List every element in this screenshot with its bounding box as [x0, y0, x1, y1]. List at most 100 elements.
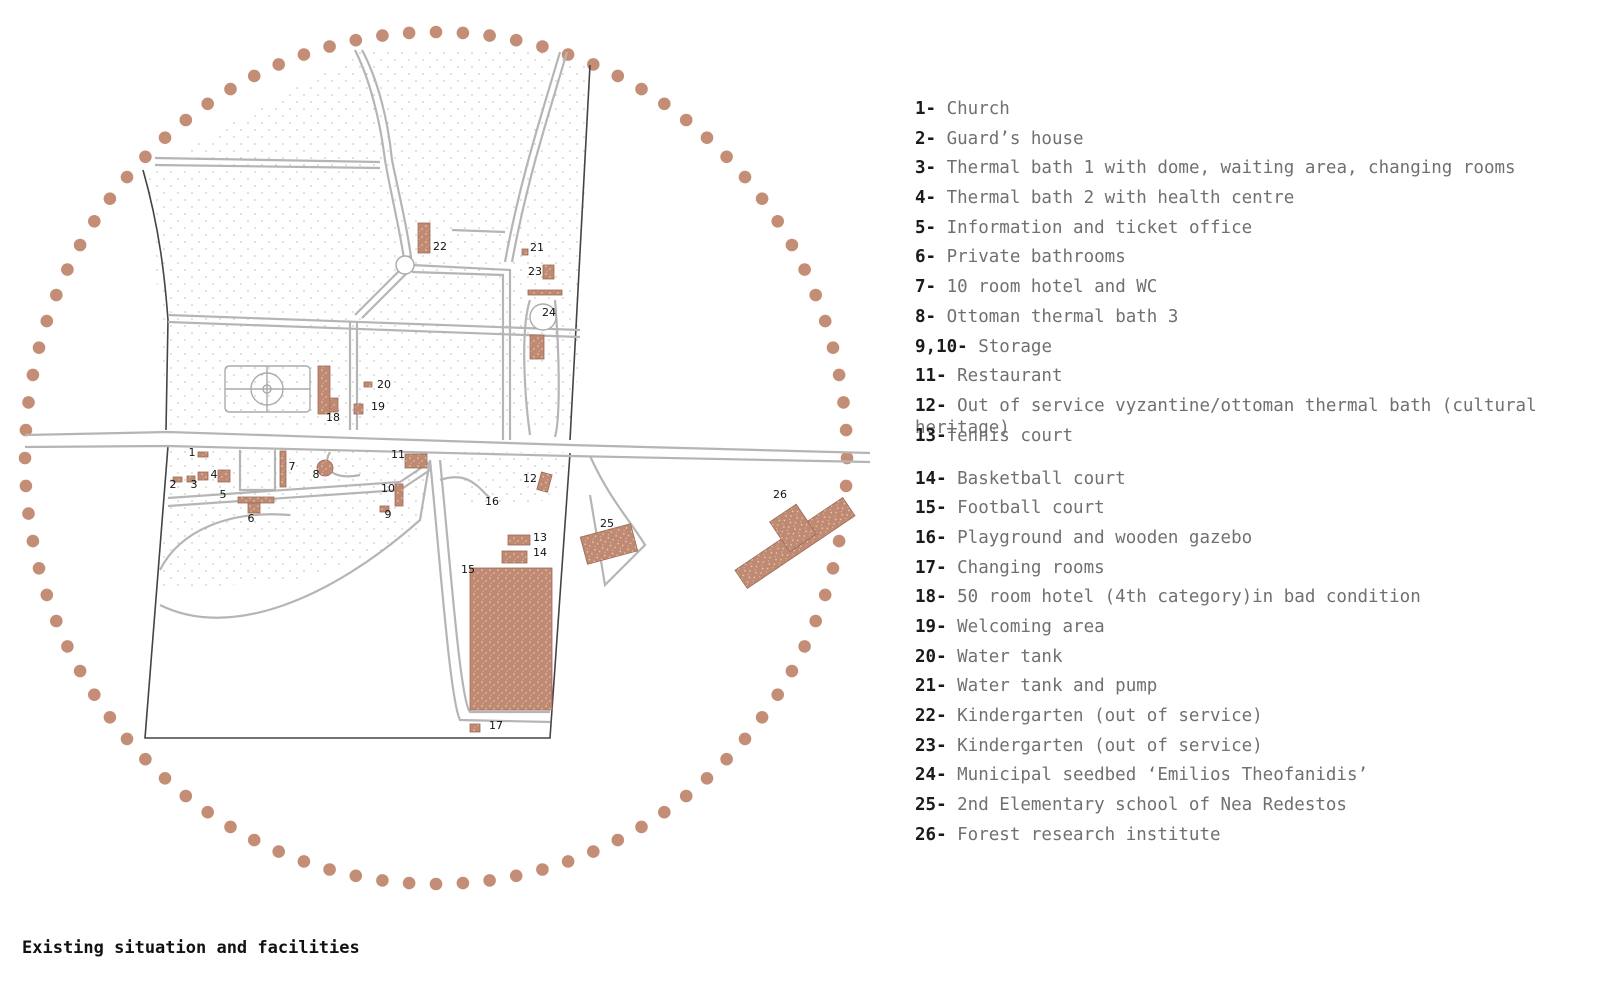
map-label-2: 2: [170, 478, 177, 491]
boundary-dot: [755, 711, 769, 724]
legend-text: Forest research institute: [946, 824, 1221, 845]
boundary-dot: [402, 876, 416, 890]
legend-item: 14- Basketball court: [915, 468, 1595, 498]
map-label-8: 8: [313, 468, 320, 481]
boundary-dot: [832, 368, 846, 382]
map-label-24: 24: [542, 306, 556, 319]
boundary-dot: [700, 772, 714, 785]
legend-item: 24- Municipal seedbed ‘Emilios Theofanid…: [915, 764, 1595, 794]
boundary-dot: [22, 507, 35, 520]
boundary-dot: [158, 131, 172, 144]
legend-number: 2-: [915, 128, 937, 149]
boundary-dot: [61, 640, 74, 653]
legend-text: Playground and wooden gazebo: [946, 527, 1253, 548]
boundary-dot: [826, 341, 840, 355]
map-label-16: 16: [485, 495, 499, 508]
boundary-dot: [818, 588, 832, 602]
legend-item: 3- Thermal bath 1 with dome, waiting are…: [915, 157, 1595, 187]
legend-text: Thermal bath 2 with health centre: [936, 188, 1295, 209]
boundary-dot: [611, 833, 625, 847]
legend-item: 22- Kindergarten (out of service): [915, 705, 1595, 735]
boundary-dot: [272, 58, 286, 71]
legend-text: 50 room hotel (4th category)in bad condi…: [946, 587, 1421, 608]
legend-number: 4-: [915, 188, 937, 209]
boundary-dot: [738, 170, 752, 184]
boundary-dot: [809, 288, 822, 302]
boundary-dot: [297, 855, 311, 868]
boundary-dot: [139, 150, 152, 164]
map-label-1: 1: [189, 446, 196, 459]
map-label-11: 11: [391, 448, 405, 461]
boundary-dot: [224, 820, 237, 834]
boundary-dot: [785, 238, 799, 252]
boundary-dot: [832, 534, 846, 548]
legend-text: Guard’s house: [936, 128, 1084, 149]
legend-number: 8-: [915, 306, 937, 327]
boundary-dot: [323, 40, 336, 53]
legend-text: Thermal bath 1 with dome, waiting area, …: [936, 158, 1516, 179]
boundary-dot: [272, 845, 286, 858]
boundary-dot: [587, 845, 600, 858]
map-label-4: 4: [211, 468, 218, 481]
legend-item: 26- Forest research institute: [915, 824, 1595, 854]
boundary-dot: [61, 263, 74, 276]
map-label-23: 23: [528, 265, 542, 278]
legend-number: 25-: [915, 795, 947, 816]
legend-item: 6- Private bathrooms: [915, 246, 1595, 276]
legend-number: 23-: [915, 735, 947, 756]
boundary-dot: [88, 688, 101, 701]
boundary-dot: [456, 26, 470, 40]
map-label-19: 19: [371, 400, 385, 413]
boundary-dot: [323, 863, 336, 876]
legend-text: Church: [936, 99, 1010, 119]
boundary-dot: [837, 396, 850, 409]
boundary-dot: [88, 215, 101, 228]
map-label-3: 3: [191, 478, 198, 491]
boundary-dot: [509, 869, 523, 883]
legend-item: 11- Restaurant: [915, 365, 1595, 395]
legend-text: Welcoming area: [946, 617, 1105, 637]
boundary-dot: [679, 113, 693, 127]
circle-boundary-dots: [18, 25, 854, 891]
boundary-dot: [376, 29, 389, 42]
boundary-dot: [376, 874, 389, 887]
map-label-12: 12: [523, 472, 537, 485]
legend-number: 15-: [915, 498, 947, 519]
map-label-5: 5: [220, 488, 227, 501]
legend-number: 9,10-: [915, 336, 968, 357]
vegetation-areas: [148, 52, 590, 590]
boundary-dot: [179, 113, 193, 127]
boundary-dot: [120, 170, 134, 184]
map-label-7: 7: [289, 460, 296, 473]
legend-item: 8- Ottoman thermal bath 3: [915, 306, 1595, 336]
legend-text: Changing rooms: [946, 557, 1105, 578]
boundary-dot: [738, 732, 752, 746]
legend-number: 18-: [915, 587, 947, 608]
boundary-dot: [19, 423, 33, 437]
legend-number: 22-: [915, 706, 947, 727]
map-label-10: 10: [381, 482, 395, 495]
legend-item: 18- 50 room hotel (4th category)in bad c…: [915, 586, 1595, 616]
legend-number: 11-: [915, 366, 947, 387]
boundary-dot: [224, 82, 237, 96]
legend-text: Ottoman thermal bath 3: [936, 306, 1179, 327]
seedbed-circle: [529, 303, 557, 331]
boundary-dot: [720, 752, 733, 766]
boundary-dot: [611, 69, 625, 83]
legend-text: Information and ticket office: [936, 217, 1253, 238]
boundary-dot: [700, 131, 714, 144]
boundary-dot: [771, 215, 784, 228]
boundary-dot: [349, 869, 363, 883]
boundary-dot: [679, 789, 693, 803]
legend-number: 7-: [915, 277, 937, 298]
legend-number: 21-: [915, 676, 947, 697]
formal-garden: [224, 365, 311, 413]
boundary-dot: [103, 711, 117, 724]
legend-text: Kindergarten (out of service): [946, 735, 1263, 756]
map-label-15: 15: [461, 563, 475, 576]
map-label-9: 9: [385, 508, 392, 521]
roundabout: [395, 255, 415, 275]
boundary-dot: [26, 368, 40, 382]
legend-number: 14-: [915, 468, 947, 489]
